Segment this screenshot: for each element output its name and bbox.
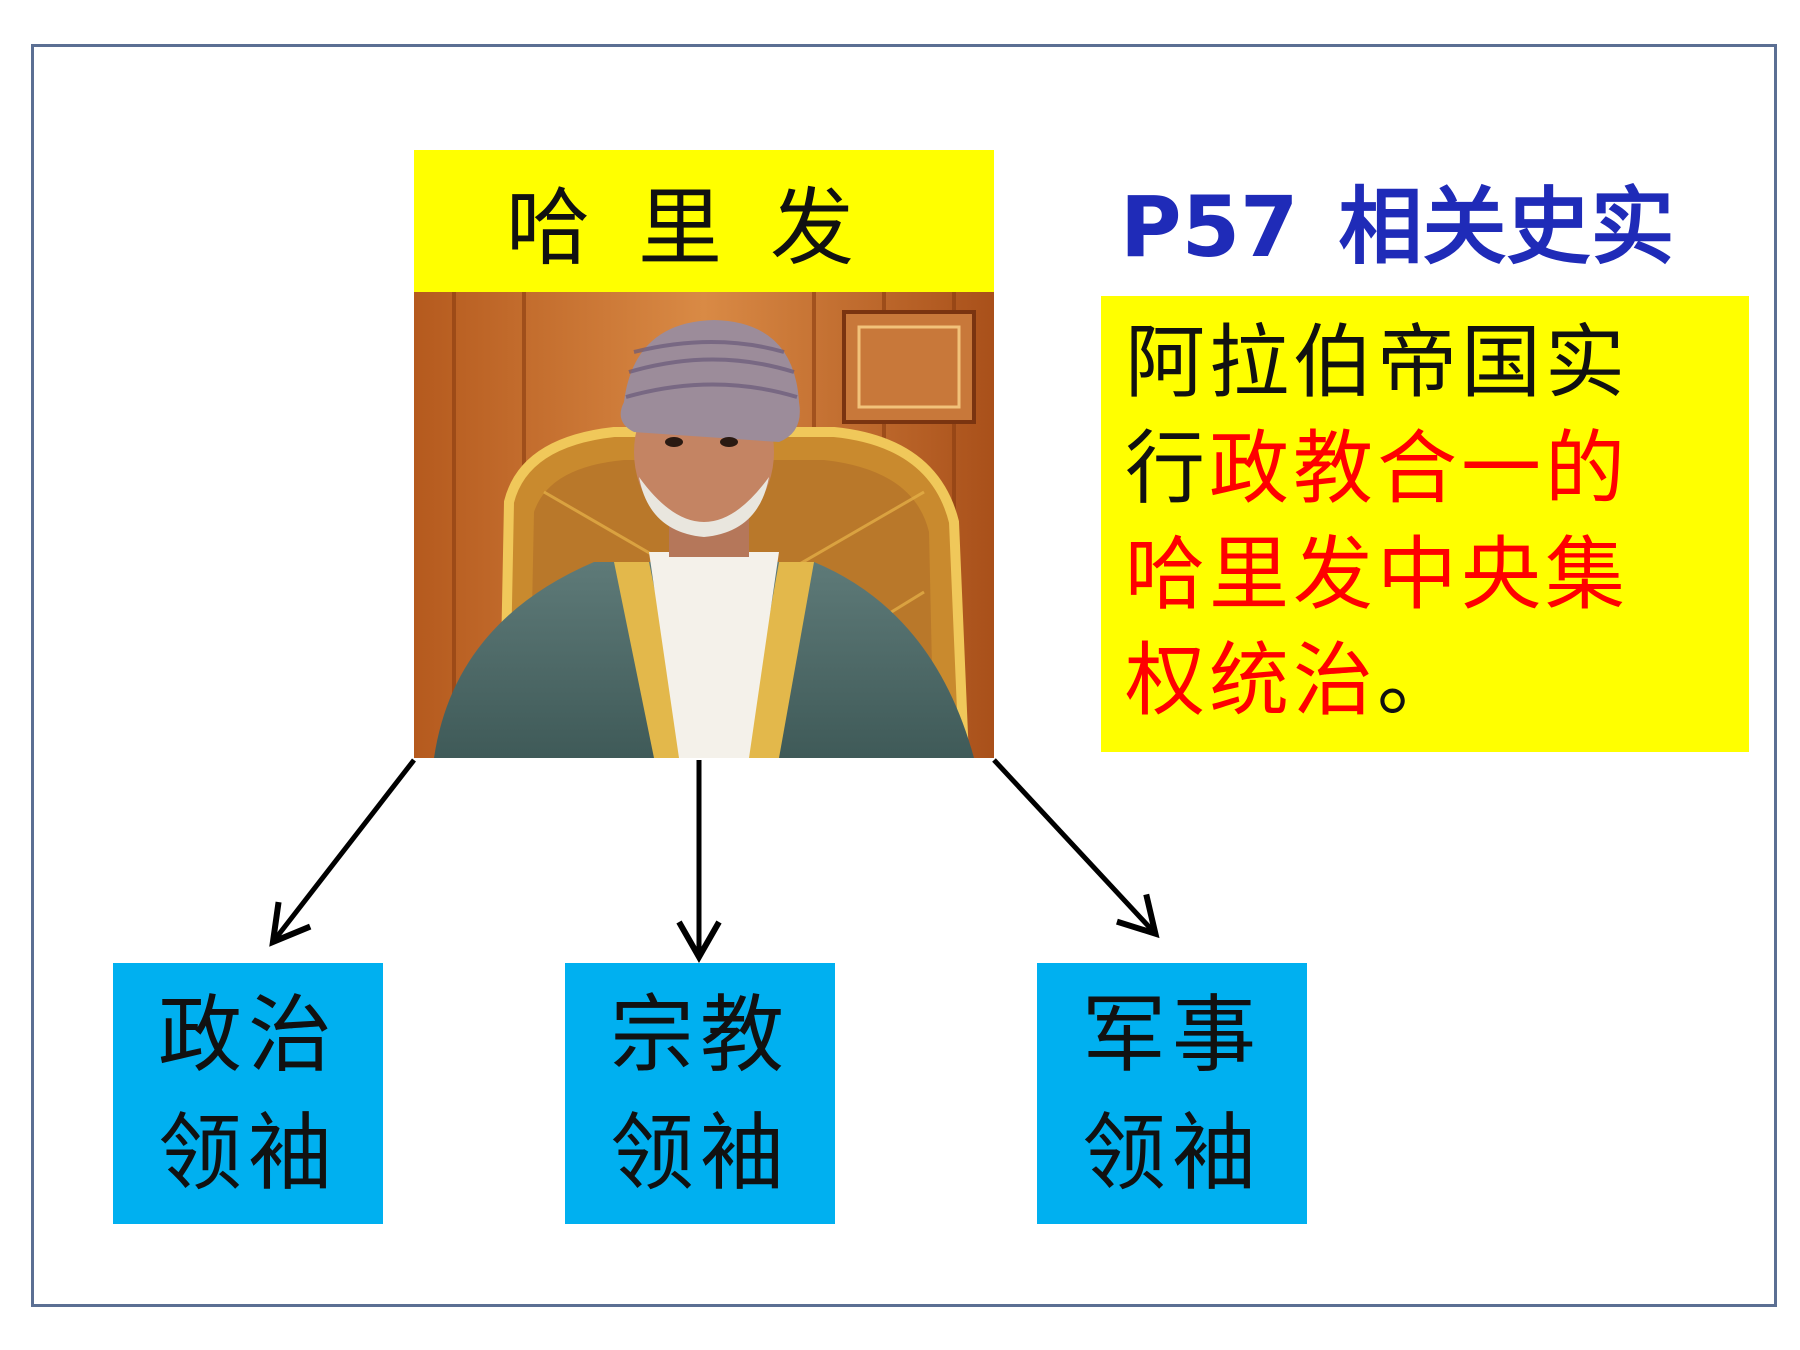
- caliph-label: 哈里发: [414, 150, 994, 292]
- military-leader-box: 军事 领袖: [1037, 963, 1307, 1224]
- religious-leader-line-1: 宗教: [609, 985, 790, 1084]
- facts-page-ref: P57: [1120, 178, 1299, 276]
- political-leader-line-1: 政治: [157, 985, 338, 1084]
- religious-leader-line-2: 领袖: [609, 1103, 790, 1202]
- religious-leader-box: 宗教 领袖: [565, 963, 835, 1224]
- facts-line-1: 阿拉伯帝国实: [1125, 316, 1629, 409]
- facts-line-3: 哈里发中央集: [1125, 528, 1629, 621]
- facts-line-2-emphasis: 政教合一的: [1209, 422, 1629, 515]
- political-leader-box: 政治 领袖: [113, 963, 383, 1224]
- facts-title: P57 相关史实: [1120, 160, 1740, 276]
- military-leader-line-1: 军事: [1081, 985, 1262, 1084]
- arrow-to-military: [992, 758, 1160, 939]
- facts-title-text: 相关史实: [1338, 178, 1675, 276]
- caliph-portrait-image: [414, 292, 994, 758]
- military-leader-line-2: 领袖: [1081, 1103, 1262, 1202]
- slide-frame: [31, 44, 1777, 1307]
- facts-line-2: 行政教合一的: [1125, 416, 1729, 522]
- facts-line-4-plain: 。: [1377, 634, 1461, 727]
- political-leader-line-2: 领袖: [157, 1103, 338, 1202]
- facts-line-4-emphasis: 权统治: [1125, 634, 1377, 727]
- facts-line-2-plain: 行: [1125, 422, 1209, 515]
- arrow-to-political: [269, 758, 416, 947]
- facts-line-4: 权统治。: [1125, 628, 1729, 734]
- facts-box: 阿拉伯帝国实 行政教合一的 哈里发中央集 权统治。: [1101, 296, 1749, 752]
